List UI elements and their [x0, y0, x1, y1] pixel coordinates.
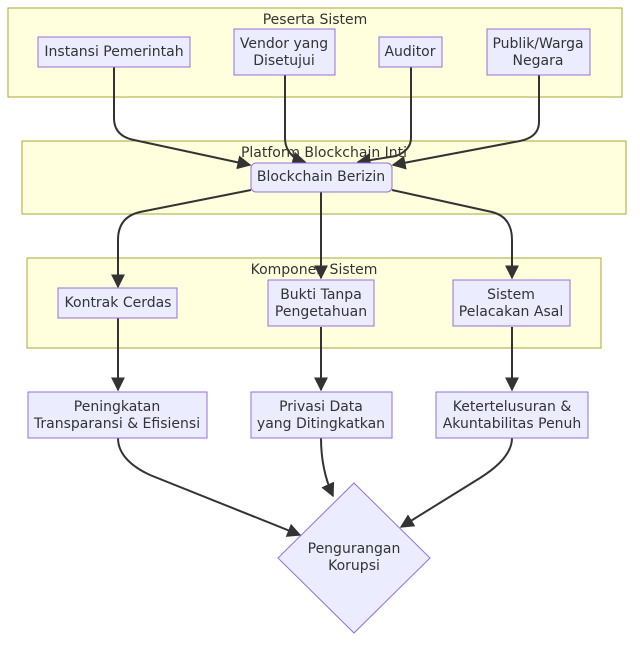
edge-publik-blockchain [391, 75, 540, 170]
node-publik-warga-negara[interactable]: Publik/Warga Negara [486, 28, 591, 76]
node-kontrak-cerdas[interactable]: Kontrak Cerdas [57, 287, 178, 319]
node-privasi-data[interactable]: Privasi Data yang Ditingkatkan [250, 391, 393, 439]
node-blockchain-box [250, 162, 393, 193]
node-pelacakan-box [452, 279, 571, 327]
node-publik-label-line1: Publik/Warga [492, 36, 583, 52]
edge-ketertelusuran-pengurangan [399, 437, 513, 528]
edge-vendor-blockchain [284, 75, 307, 166]
node-instansi-label: Instansi Pemerintah [44, 44, 183, 60]
edges [111, 66, 540, 537]
edge-privasi-pengurangan [320, 437, 335, 498]
node-pengurangan-diamond [277, 482, 431, 634]
node-sistem-pelacakan-asal[interactable]: Sistem Pelacakan Asal [452, 279, 571, 327]
node-bukti-label-line2: Pengetahuan [275, 304, 367, 320]
node-kontrak-label: Kontrak Cerdas [65, 295, 172, 311]
edge-blockchain-pelacakan [391, 189, 519, 280]
node-pengurangan-label-line2: Korupsi [328, 558, 380, 574]
node-privasi-label-line2: yang Ditingkatkan [257, 416, 385, 432]
node-auditor-label: Auditor [384, 44, 435, 60]
cluster-peserta-label: Peserta Sistem [263, 12, 368, 28]
cluster-komponen-label: Komponen Sistem [251, 262, 378, 278]
node-blockchain-berizin[interactable]: Blockchain Berizin [250, 162, 393, 193]
node-peningkatan-transparansi[interactable]: Peningkatan Transparansi & Efisiensi [27, 391, 208, 439]
node-vendor-label-line2: Disetujui [253, 53, 315, 69]
node-pelacakan-label-line2: Pelacakan Asal [459, 304, 563, 320]
node-ketertelusuran-label-line1: Ketertelusuran & [453, 399, 572, 415]
edge-blockchain-kontrak [111, 189, 252, 289]
node-auditor[interactable]: Auditor [378, 36, 443, 68]
node-bukti-label-line1: Bukti Tanpa [280, 287, 362, 303]
node-vendor-disetujui[interactable]: Vendor yang Disetujui [233, 28, 336, 76]
node-kontrak-box [57, 287, 178, 319]
node-instansi-box [37, 36, 191, 68]
edge-instansi-blockchain [113, 66, 252, 170]
cluster-platform-blockchain: Platform Blockchain Inti [21, 140, 627, 215]
node-instansi-pemerintah[interactable]: Instansi Pemerintah [37, 36, 191, 68]
node-transparansi-box [27, 391, 208, 439]
node-publik-box [486, 28, 591, 76]
node-publik-label-line2: Negara [513, 53, 564, 69]
node-bukti-tanpa-pengetahuan[interactable]: Bukti Tanpa Pengetahuan [267, 279, 375, 327]
node-privasi-box [250, 391, 393, 439]
node-ketertelusuran-box [435, 391, 589, 439]
node-bukti-box [267, 279, 375, 327]
node-blockchain-label: Blockchain Berizin [257, 169, 385, 185]
node-transparansi-label-line2: Transparansi & Efisiensi [33, 416, 200, 432]
node-ketertelusuran-label-line2: Akuntabilitas Penuh [443, 416, 582, 432]
node-privasi-label-line1: Privasi Data [279, 399, 363, 415]
node-auditor-box [378, 36, 443, 68]
node-transparansi-label-line1: Peningkatan [74, 399, 160, 415]
cluster-platform-box [21, 140, 627, 215]
node-pengurangan-label-line1: Pengurangan [308, 541, 401, 557]
node-pelacakan-label-line1: Sistem [487, 287, 535, 303]
node-ketertelusuran-akuntabilitas[interactable]: Ketertelusuran & Akuntabilitas Penuh [435, 391, 589, 439]
node-pengurangan-korupsi[interactable]: Pengurangan Korupsi [277, 482, 431, 634]
node-vendor-box [233, 28, 336, 76]
node-vendor-label-line1: Vendor yang [240, 36, 328, 52]
edge-transparansi-pengurangan [117, 437, 302, 537]
